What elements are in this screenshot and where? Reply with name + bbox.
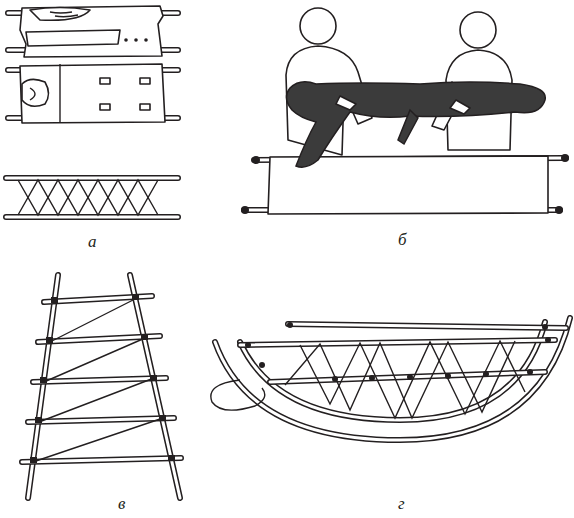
rescuer-hands (336, 96, 470, 114)
casualty (286, 82, 545, 167)
drag-sledge (211, 318, 570, 440)
jacket-stretcher (8, 64, 178, 123)
panel-letter: б (398, 230, 407, 250)
panel-letter: в (118, 494, 125, 514)
ladder-stretcher (22, 275, 181, 498)
panel-letter: а (88, 232, 97, 252)
jacket-stretcher (8, 6, 178, 57)
rope-stretcher (6, 178, 178, 217)
blanket-stretcher (241, 154, 569, 214)
panel-letter: г (398, 494, 405, 514)
